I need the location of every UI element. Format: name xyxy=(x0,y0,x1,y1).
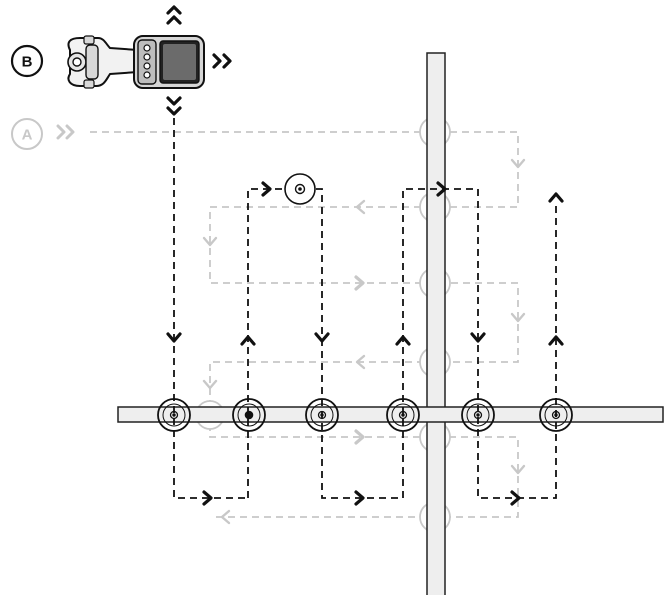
pass-b-target-markers xyxy=(157,173,573,432)
target-marker-icon xyxy=(461,398,495,432)
pass-b-label: B xyxy=(22,54,33,71)
horizontal-pipe xyxy=(117,406,664,423)
target-marker-icon xyxy=(539,398,573,432)
scanner-device-icon xyxy=(67,35,205,89)
pass-b-path xyxy=(173,118,557,499)
target-marker-icon xyxy=(284,173,316,205)
pass-a-label: A xyxy=(22,127,33,144)
vertical-pipe xyxy=(426,52,446,595)
target-marker-icon xyxy=(386,398,420,432)
pass-a-target-markers xyxy=(195,116,451,533)
pass-b-badge: B xyxy=(10,44,44,78)
pass-a-badge: A xyxy=(11,118,43,150)
target-marker-icon xyxy=(305,398,339,432)
pass-a-double-chevron-icon xyxy=(56,124,75,140)
move-right-chevron-icon xyxy=(212,53,232,69)
target-marker-icon xyxy=(232,398,266,432)
pass-b-arrows xyxy=(166,181,564,506)
move-up-chevron-icon xyxy=(166,5,182,25)
move-down-chevron-icon xyxy=(166,96,182,116)
target-marker-icon xyxy=(157,398,191,432)
